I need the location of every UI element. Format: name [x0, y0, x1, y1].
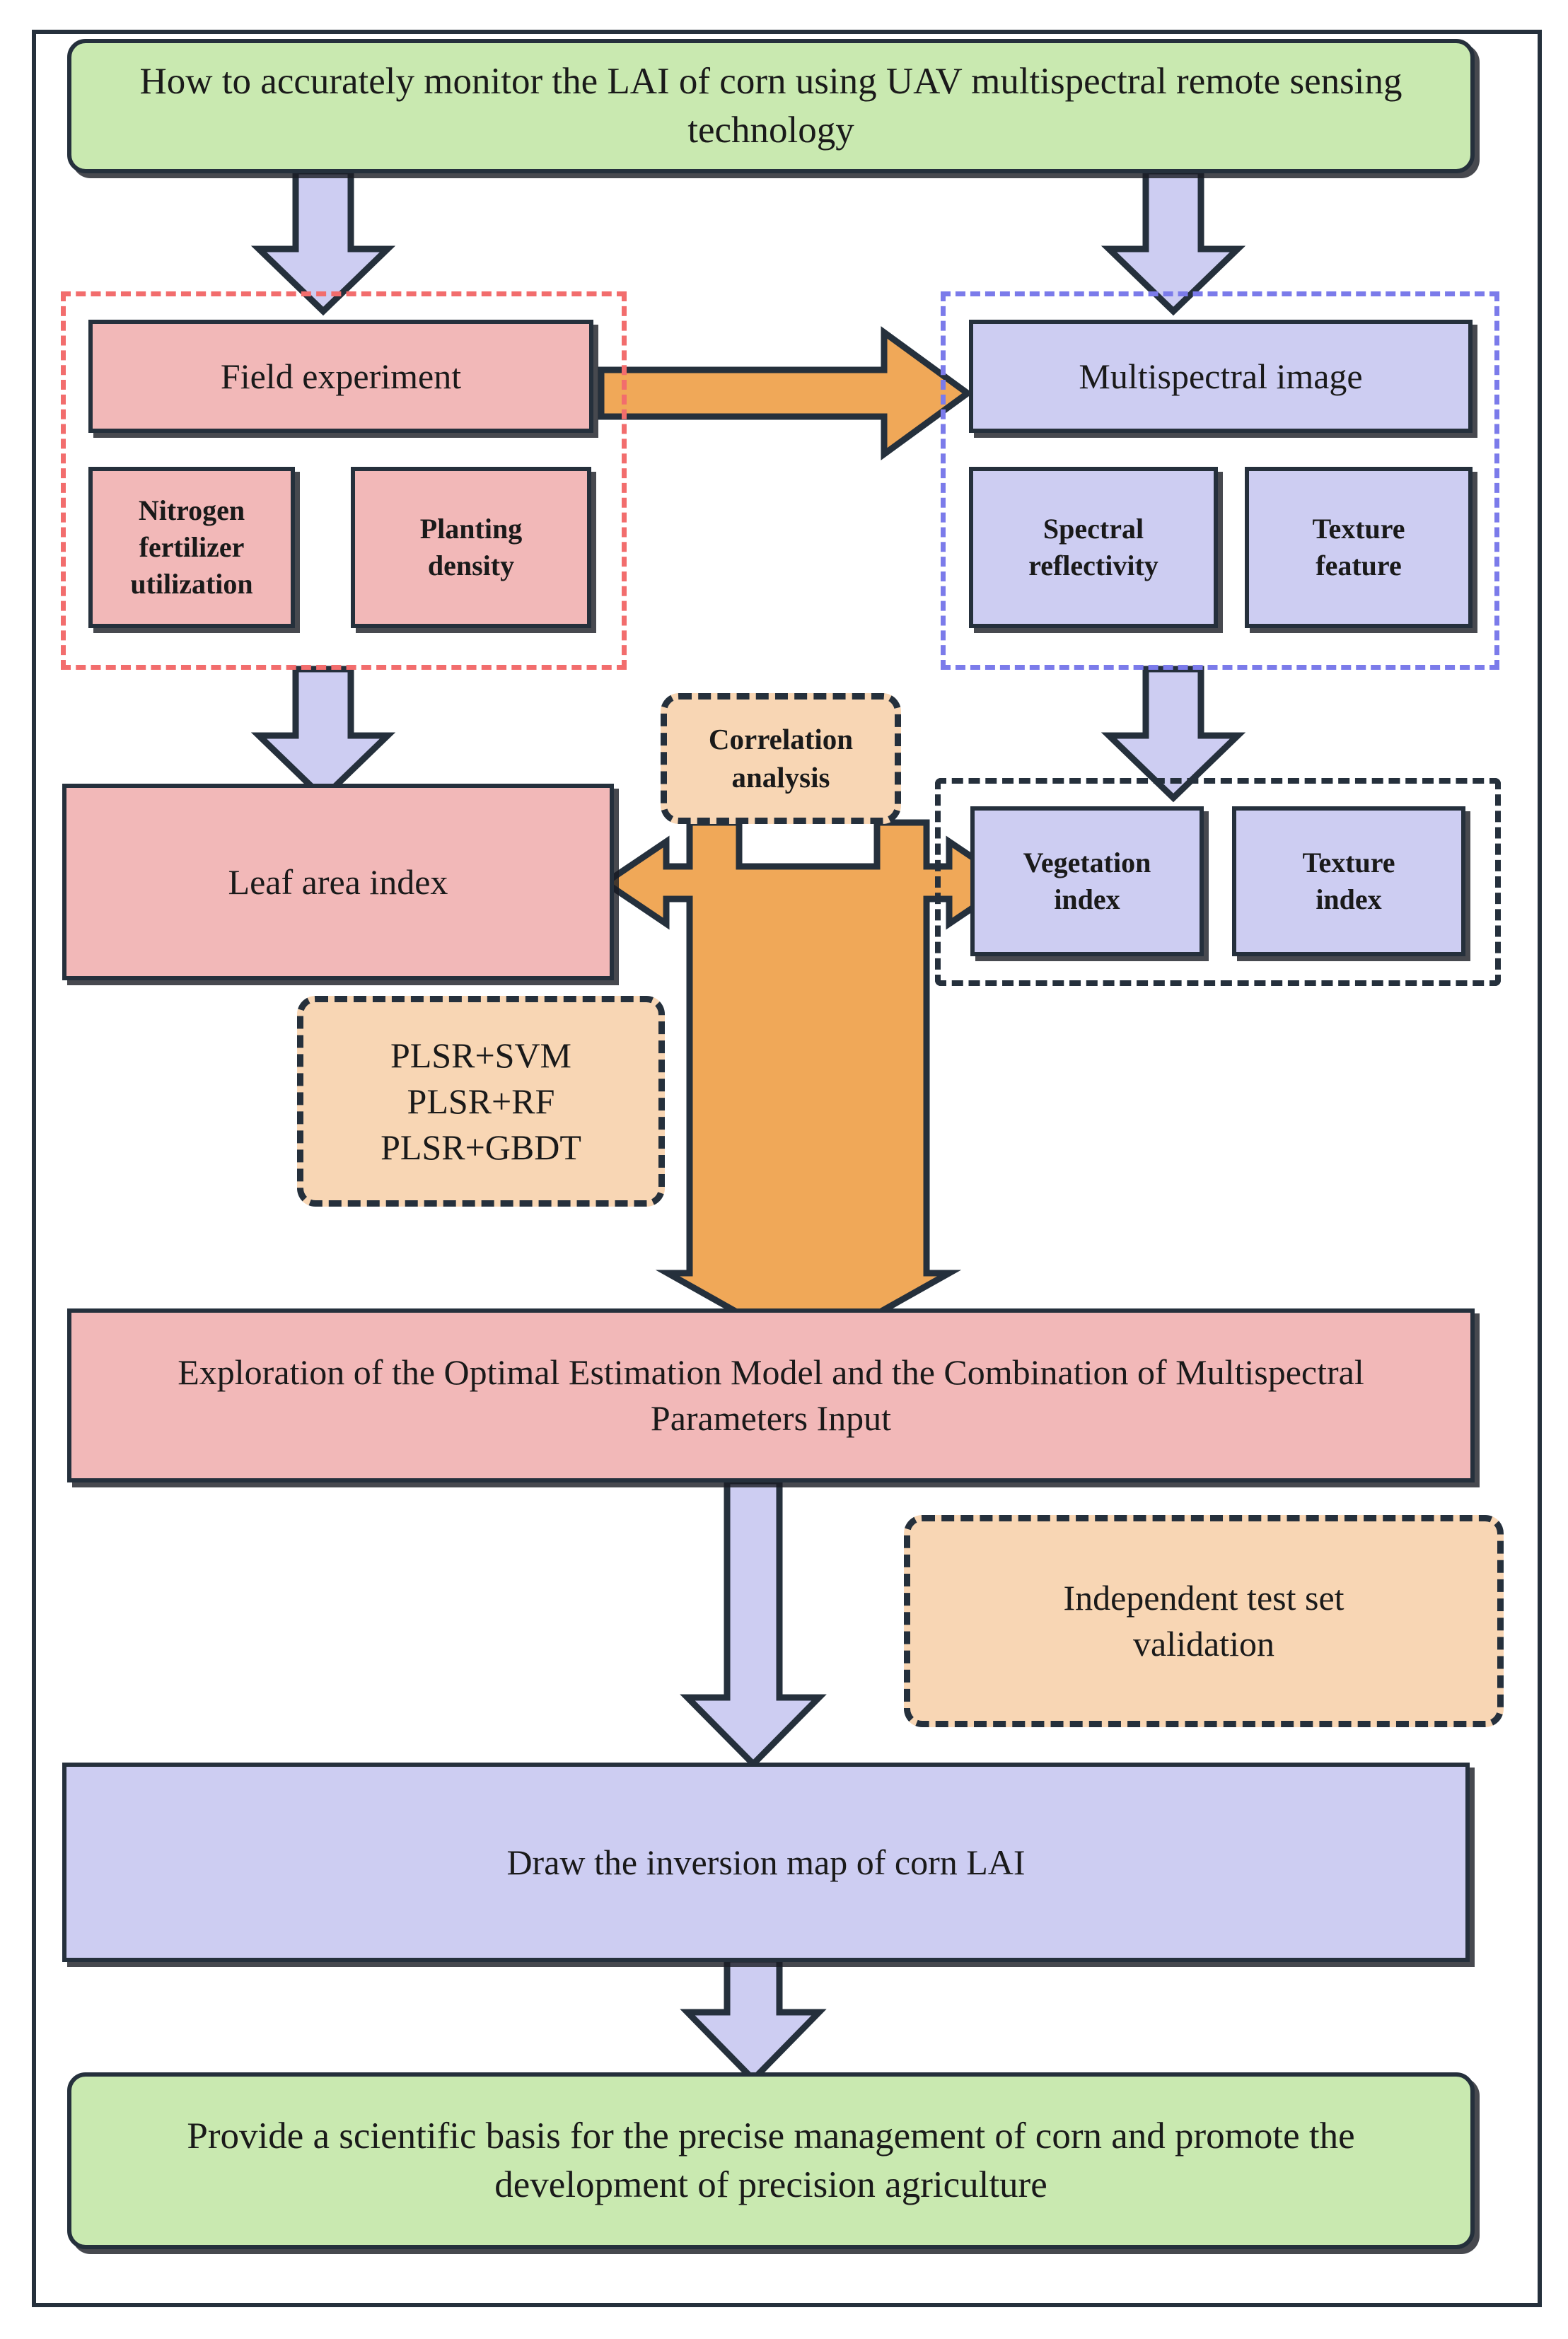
right-group-container [941, 291, 1499, 670]
left-group-container [61, 291, 627, 670]
texture-index-box: Texture index [1232, 806, 1465, 956]
index-group-container [935, 778, 1501, 986]
conclusion-box: Provide a scientific basis for the preci… [67, 2072, 1475, 2249]
spectral-reflectivity-box: Spectral reflectivity [969, 467, 1218, 628]
texture-feature-box: Texture feature [1245, 467, 1473, 628]
leaf-area-index-box: Leaf area index [62, 784, 614, 980]
vegetation-index-box: Vegetation index [970, 806, 1204, 956]
validation-box: Independent test set validation [904, 1515, 1504, 1727]
multispectral-image-box: Multispectral image [969, 320, 1473, 433]
correlation-analysis-box: Correlation analysis [661, 693, 901, 824]
models-box: PLSR+SVM PLSR+RF PLSR+GBDT [297, 996, 665, 1207]
nitrogen-fertilizer-utilization-box: Nitrogen fertilizer utilization [88, 467, 295, 628]
title-box: How to accurately monitor the LAI of cor… [67, 39, 1475, 173]
field-experiment-box: Field experiment [88, 320, 593, 433]
planting-density-box: Planting density [351, 467, 591, 628]
exploration-box: Exploration of the Optimal Estimation Mo… [67, 1308, 1475, 1482]
inversion-map-box: Draw the inversion map of corn LAI [62, 1763, 1470, 1962]
